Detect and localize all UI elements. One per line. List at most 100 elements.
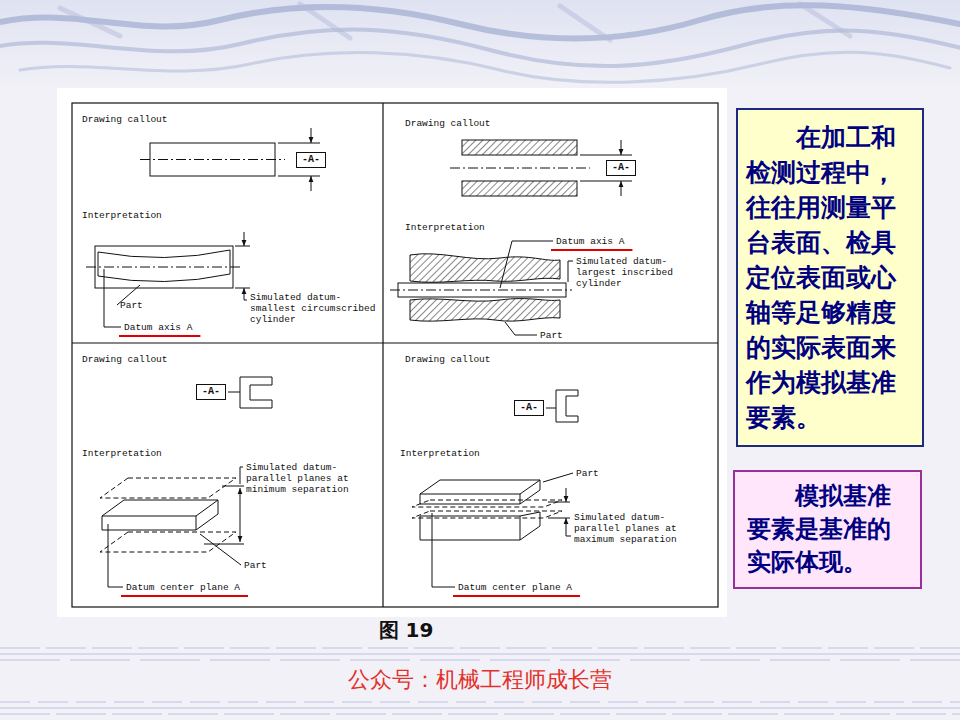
center-line [450, 168, 590, 169]
slot-part [240, 377, 272, 408]
rule [0, 702, 960, 703]
datum-label: Datum axis A [556, 236, 624, 247]
part-section [410, 254, 560, 283]
simulated-plane [100, 532, 236, 552]
node-text: -A- [520, 402, 538, 414]
section-wall [462, 140, 577, 155]
view-heading: Drawing callout [405, 118, 491, 129]
extension-line [580, 181, 632, 182]
leader-line [240, 467, 243, 484]
red-underline [119, 335, 200, 337]
dimension-arrow [311, 128, 312, 143]
wave-decoration [0, 4, 960, 82]
dimension-arrow [621, 140, 622, 155]
dimension-arrow [566, 488, 567, 502]
datum-label: Datum center plane A [126, 582, 240, 593]
node-text: 模拟基准要素是基准的实际体现。 [747, 480, 908, 579]
note-box: 在加工和检测过程中，往往用测量平台表面、检具定位表面或心轴等足够精度的实际表面来… [736, 108, 924, 447]
simulated-plane [412, 500, 562, 507]
center-line [140, 159, 285, 160]
rule [0, 708, 960, 709]
node-text: -A- [612, 162, 630, 174]
leader-line [432, 513, 455, 587]
wave [0, 30, 960, 67]
extension-line [204, 544, 244, 545]
view-heading: Drawing callout [82, 354, 168, 365]
datum-frame: -A- [296, 152, 326, 168]
dimension-arrow [621, 181, 622, 196]
view-heading: Interpretation [82, 448, 162, 459]
extension-line [235, 246, 250, 247]
datum-note: Simulated datum- largest inscribed cylin… [576, 256, 696, 289]
underlines [119, 250, 632, 596]
extension-line [278, 143, 320, 144]
leader-line [568, 261, 573, 282]
extension-line [548, 518, 570, 519]
extension-line [580, 155, 632, 156]
node-text: 在加工和检测过程中，往往用测量平台表面、检具定位表面或心轴等足够精度的实际表面来… [746, 120, 914, 435]
dimension-arrow [244, 232, 245, 246]
dimension-arrow [244, 288, 245, 300]
leader-line [228, 392, 240, 393]
datum-label: Datum center plane A [458, 582, 572, 593]
leader-line [244, 300, 247, 301]
datum-note: Simulated datum- parallel planes at maxi… [574, 512, 694, 545]
leader-line [543, 473, 573, 482]
dimension-line [240, 488, 241, 542]
red-underline [453, 595, 580, 597]
extension-line [548, 502, 570, 503]
quadrant-divider [382, 103, 383, 607]
center-line [86, 267, 240, 268]
datum-label: Datum axis A [124, 322, 192, 333]
node-text: -A- [302, 154, 320, 166]
part-lower [420, 512, 540, 540]
leader-line [500, 241, 553, 288]
figure-panel [57, 88, 727, 617]
figure-frame [72, 103, 718, 607]
section-wall [462, 181, 577, 196]
dimension-arrow [566, 518, 567, 532]
dimension-arrow [311, 176, 312, 191]
view-heading: Drawing callout [82, 114, 168, 125]
rule [0, 648, 960, 649]
part-label: Part [120, 300, 143, 311]
wave [60, 4, 850, 40]
rule [0, 654, 960, 655]
note-box: 模拟基准要素是基准的实际体现。 [733, 470, 922, 589]
view-heading: Interpretation [400, 448, 480, 459]
rule [0, 660, 960, 661]
slot-part [556, 390, 578, 422]
datum-frame: -A- [514, 400, 544, 416]
callout-slot [546, 390, 578, 422]
interpretation-max-planes [412, 473, 573, 587]
watermark: 公众号：机械工程师成长营 [348, 666, 612, 694]
leader-line [566, 532, 571, 536]
center-line [390, 290, 572, 291]
interpretation-axis-cylinder [86, 232, 250, 327]
simulated-plane [412, 511, 562, 518]
extension-line [222, 486, 244, 487]
interpretation-min-planes [100, 467, 244, 587]
view-heading: Interpretation [82, 210, 162, 221]
callout-tab [228, 377, 272, 408]
leader-line [546, 408, 556, 409]
figure-caption: 图 19 [379, 618, 434, 642]
datum-note: Simulated datum- smallest circumscribed … [250, 292, 378, 325]
simulated-plane [100, 478, 236, 498]
top-band [0, 0, 960, 88]
rule [0, 714, 960, 715]
leader-line [108, 524, 123, 587]
leader-line [104, 269, 121, 327]
extension-line [235, 288, 250, 289]
bent-part [98, 250, 230, 282]
datum-note: Simulated datum- parallel planes at mini… [246, 462, 366, 495]
part-label: Part [540, 330, 563, 341]
callout-tube [450, 140, 632, 196]
callout-cylinder [140, 128, 320, 191]
bottom-lines [0, 648, 960, 714]
datum-frame: -A- [606, 160, 636, 176]
leader-line [505, 322, 537, 335]
view-heading: Drawing callout [405, 354, 491, 365]
